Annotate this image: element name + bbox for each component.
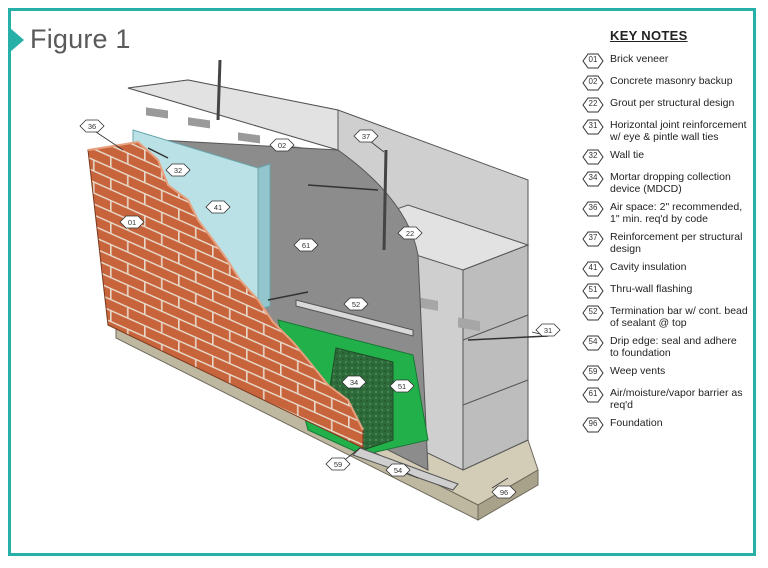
- svg-text:22: 22: [406, 229, 414, 238]
- hexagon-code-icon: 54: [582, 335, 604, 351]
- key-note-text: Air/moisture/vapor barrier as req'd: [610, 387, 743, 411]
- svg-text:41: 41: [214, 203, 222, 212]
- key-note-text: Termination bar w/ cont. bead of sealant…: [610, 305, 748, 329]
- hexagon-code-icon: 96: [582, 417, 604, 433]
- key-note-text: Cavity insulation: [610, 261, 687, 273]
- callout-32: 32: [165, 163, 191, 177]
- svg-text:01: 01: [128, 218, 136, 227]
- key-note-item: 01 Brick veneer: [582, 53, 748, 69]
- key-notes-panel: KEY NOTES 01 Brick veneer 02 Concrete mason…: [582, 28, 748, 439]
- key-note-code: 32: [588, 151, 598, 160]
- key-note-item: 37 Reinforcement per structural design: [582, 231, 748, 255]
- key-note-item: 32 Wall tie: [582, 149, 748, 165]
- callout-36: 36: [79, 119, 124, 151]
- wall-section-diagram: 36 02 37 32 41 01 61 22 52 31 34: [79, 59, 561, 521]
- hexagon-code-icon: 34: [582, 171, 604, 187]
- key-note-item: 96 Foundation: [582, 417, 748, 433]
- hexagon-code-icon: 51: [582, 283, 604, 299]
- callout-51: 51: [389, 379, 415, 393]
- key-note-code: 96: [588, 419, 598, 428]
- svg-text:51: 51: [398, 382, 406, 391]
- key-note-text: Reinforcement per structural design: [610, 231, 743, 255]
- key-note-text: Brick veneer: [610, 53, 669, 65]
- key-notes-title: KEY NOTES: [610, 28, 688, 43]
- svg-text:02: 02: [278, 141, 286, 150]
- key-note-code: 51: [588, 285, 598, 294]
- key-note-item: 59 Weep vents: [582, 365, 748, 381]
- key-note-text: Drip edge: seal and adhere to foundation: [610, 335, 737, 359]
- key-note-item: 54 Drip edge: seal and adhere to foundati…: [582, 335, 748, 359]
- key-note-text: Grout per structural design: [610, 97, 735, 109]
- key-note-text: Foundation: [610, 417, 663, 429]
- key-note-code: 52: [588, 307, 598, 316]
- callout-37: 37: [353, 129, 385, 153]
- hexagon-code-icon: 59: [582, 365, 604, 381]
- svg-text:52: 52: [352, 300, 360, 309]
- callout-22: 22: [397, 226, 423, 240]
- hexagon-code-icon: 31: [582, 119, 604, 135]
- callout-61: 61: [293, 238, 319, 252]
- hexagon-code-icon: 32: [582, 149, 604, 165]
- key-note-code: 36: [588, 203, 598, 212]
- hexagon-code-icon: 22: [582, 97, 604, 113]
- callout-02: 02: [269, 138, 295, 152]
- key-note-item: 61 Air/moisture/vapor barrier as req'd: [582, 387, 748, 411]
- hexagon-code-icon: 37: [582, 231, 604, 247]
- reinforcement-bar: [382, 149, 388, 251]
- key-note-item: 22 Grout per structural design: [582, 97, 748, 113]
- callout-label: 36: [88, 122, 96, 131]
- key-note-code: 54: [588, 337, 598, 346]
- svg-text:31: 31: [544, 326, 552, 335]
- callout-52: 52: [343, 297, 369, 311]
- key-note-item: 52 Termination bar w/ cont. bead of seala…: [582, 305, 748, 329]
- hexagon-code-icon: 36: [582, 201, 604, 217]
- svg-text:37: 37: [362, 132, 370, 141]
- hexagon-code-icon: 61: [582, 387, 604, 403]
- key-note-text: Concrete masonry backup: [610, 75, 733, 87]
- svg-text:34: 34: [350, 378, 358, 387]
- callout-34: 34: [341, 375, 367, 389]
- svg-text:96: 96: [500, 488, 508, 497]
- key-note-code: 59: [588, 367, 598, 376]
- key-note-text: Horizontal joint reinforcement w/ eye & …: [610, 119, 747, 143]
- key-note-code: 37: [588, 233, 598, 242]
- svg-text:61: 61: [302, 241, 310, 250]
- key-note-code: 02: [588, 77, 598, 86]
- key-note-code: 22: [588, 99, 598, 108]
- key-note-item: 51 Thru-wall flashing: [582, 283, 748, 299]
- key-note-item: 34 Mortar dropping collection device (MDC…: [582, 171, 748, 195]
- key-note-text: Air space: 2" recommended, 1" min. req'd…: [610, 201, 743, 225]
- key-note-code: 31: [588, 121, 598, 130]
- key-note-code: 01: [588, 55, 598, 64]
- callout-59: 59: [325, 447, 361, 471]
- key-note-item: 41 Cavity insulation: [582, 261, 748, 277]
- callout-96: 96: [491, 477, 517, 499]
- callout-54: 54: [385, 463, 419, 479]
- hexagon-code-icon: 02: [582, 75, 604, 91]
- termination-bar: [295, 299, 414, 337]
- key-note-text: Wall tie: [610, 149, 645, 161]
- corner-marker-icon: [10, 28, 24, 52]
- callout-31: 31: [531, 323, 561, 337]
- key-note-code: 34: [588, 173, 598, 182]
- key-note-item: 02 Concrete masonry backup: [582, 75, 748, 91]
- key-notes-list: 01 Brick veneer 02 Concrete masonry backup 2…: [582, 53, 748, 433]
- hexagon-code-icon: 01: [582, 53, 604, 69]
- svg-text:32: 32: [174, 166, 182, 175]
- callout-01: 01: [119, 215, 145, 229]
- callout-41: 41: [205, 200, 231, 214]
- svg-text:59: 59: [334, 460, 342, 469]
- key-note-text: Mortar dropping collection device (MDCD): [610, 171, 731, 195]
- hexagon-code-icon: 41: [582, 261, 604, 277]
- key-note-item: 36 Air space: 2" recommended, 1" min. req…: [582, 201, 748, 225]
- svg-text:54: 54: [394, 466, 402, 475]
- key-note-text: Weep vents: [610, 365, 666, 377]
- figure-title: Figure 1: [30, 24, 131, 54]
- key-note-text: Thru-wall flashing: [610, 283, 693, 295]
- hexagon-code-icon: 52: [582, 305, 604, 321]
- key-note-item: 31 Horizontal joint reinforcement w/ eye …: [582, 119, 748, 143]
- key-note-code: 41: [588, 263, 598, 272]
- key-note-code: 61: [588, 389, 598, 398]
